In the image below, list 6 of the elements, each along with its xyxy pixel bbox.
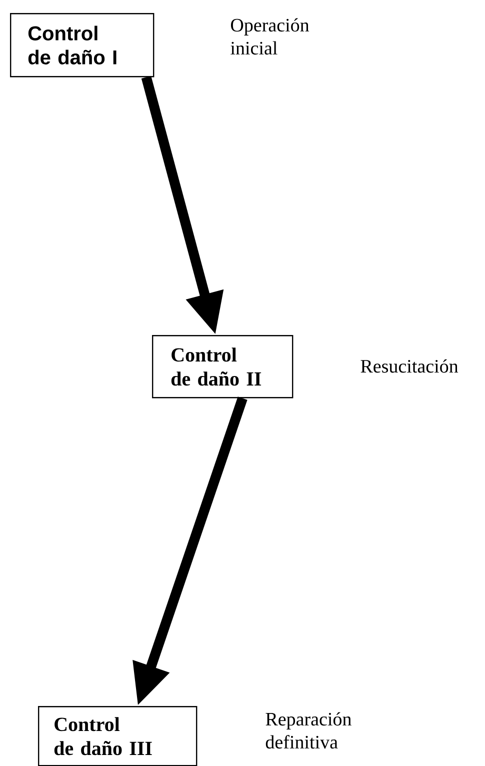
stage-label: Reparación definitiva xyxy=(266,712,352,749)
stage-box: Control de daño III xyxy=(38,706,198,766)
stage-label: Operación inicial xyxy=(230,18,310,55)
stage-box: Control de daño I xyxy=(10,13,154,78)
stage-label: Resucitación xyxy=(360,359,458,373)
stage-box: Control de daño II xyxy=(152,335,294,398)
